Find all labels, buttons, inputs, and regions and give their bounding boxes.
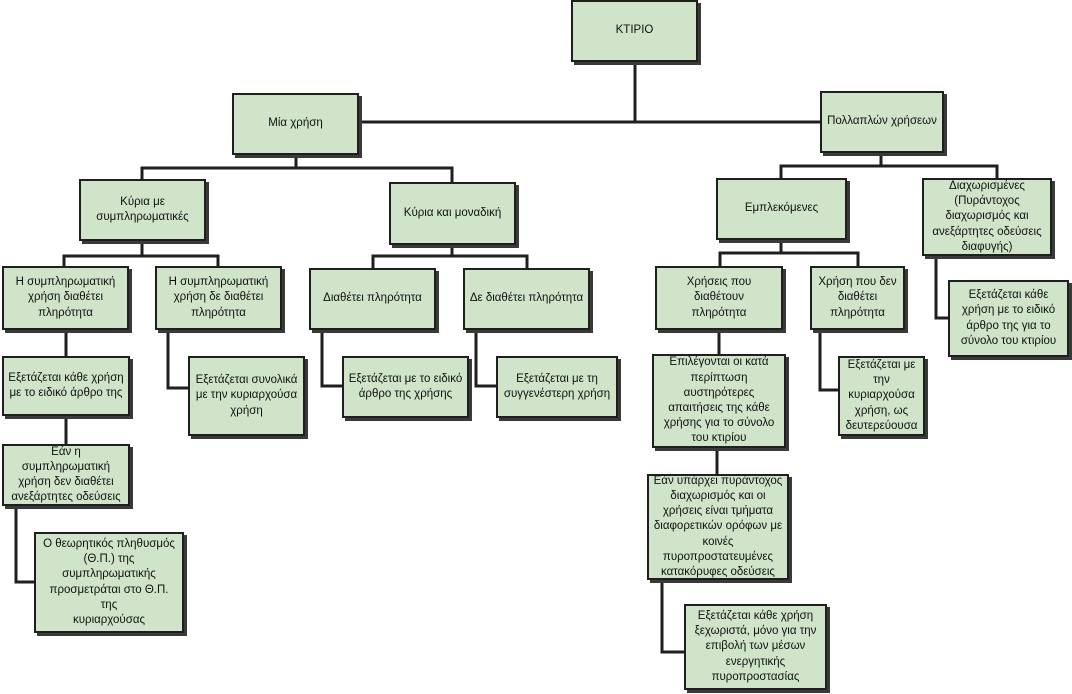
node-separated: Διαχωρισμένες (Πυράντοχος διαχωρισμός κα… bbox=[922, 178, 1052, 256]
node-each-use-separately: Εξετάζεται κάθε χρήση ξεχωριστά, μόνο γι… bbox=[684, 604, 827, 690]
node-has-occupancy: Διαθέτει πληρότητα bbox=[309, 268, 436, 330]
node-single-use: Μία χρήση bbox=[232, 93, 359, 155]
node-examined-closest-use: Εξετάζεται με τη συγγενέστερη χρήση bbox=[496, 356, 618, 418]
node-main-with-auxiliary: Κύρια με συμπληρωματικές bbox=[79, 179, 206, 241]
node-theoretical-population: Ο θεωρητικός πληθυσμός (Θ.Π.) της συμπλη… bbox=[34, 532, 184, 633]
node-aux-no-occupancy: Η συμπληρωματική χρήση δε διαθέτει πληρό… bbox=[155, 266, 282, 330]
connector bbox=[142, 254, 220, 266]
node-strictest-requirements: Επιλέγονται οι κατά περίπτωση αυστηρότερ… bbox=[652, 354, 786, 448]
connector bbox=[779, 153, 883, 178]
connector bbox=[166, 330, 188, 390]
connector bbox=[452, 254, 529, 268]
node-uses-with-occupancy: Χρήσεις που διαθέτουν πληρότητα bbox=[655, 266, 783, 330]
node-building: ΚΤΙΡΙΟ bbox=[571, 0, 698, 62]
connector bbox=[296, 166, 454, 182]
node-multiple-uses: Πολλαπλών χρήσεων bbox=[820, 91, 944, 153]
connector bbox=[62, 241, 144, 266]
connector bbox=[474, 330, 496, 388]
node-if-fire-separation: Εάν υπάρχει πυράντοχος διαχωρισμός και ο… bbox=[647, 474, 789, 580]
node-each-use-whole-building: Εξετάζεται κάθε χρήση με το ειδικό άρθρο… bbox=[948, 280, 1069, 357]
connector bbox=[371, 245, 454, 268]
node-use-no-occupancy: Χρήση που δεν διαθέτει πληρότητα bbox=[810, 266, 905, 330]
connector bbox=[140, 155, 298, 180]
node-main-and-only: Κύρια και μοναδική bbox=[389, 182, 516, 245]
connector bbox=[934, 256, 948, 320]
node-if-no-independent-exits: Εάν η συμπληρωματική χρήση δεν διαθέτει … bbox=[2, 444, 130, 506]
node-no-occupancy: Δε διαθέτει πληρότητα bbox=[463, 268, 590, 330]
connector bbox=[818, 330, 838, 392]
node-examined-specific-article: Εξετάζεται με το ειδικό άρθρο της χρήσης bbox=[342, 356, 469, 418]
connector bbox=[14, 506, 34, 584]
connector bbox=[881, 164, 999, 178]
connector bbox=[660, 580, 684, 654]
connector bbox=[320, 330, 342, 388]
connector bbox=[360, 62, 637, 124]
node-each-use-specific-article: Εξετάζεται κάθε χρήση με το ειδικό άρθρο… bbox=[2, 356, 130, 416]
node-aux-has-occupancy: Η συμπληρωματική χρήση διαθέτει πληρότητ… bbox=[2, 266, 129, 330]
node-examined-with-main-use: Εξετάζεται συνολικά με την κυριαρχούσα χ… bbox=[188, 356, 305, 436]
connector bbox=[781, 251, 860, 266]
node-mixed: Εμπλεκόμενες bbox=[716, 178, 847, 240]
node-examined-as-secondary: Εξετάζεται με την κυριαρχούσα χρήση, ως … bbox=[838, 356, 925, 436]
connector bbox=[718, 240, 783, 266]
